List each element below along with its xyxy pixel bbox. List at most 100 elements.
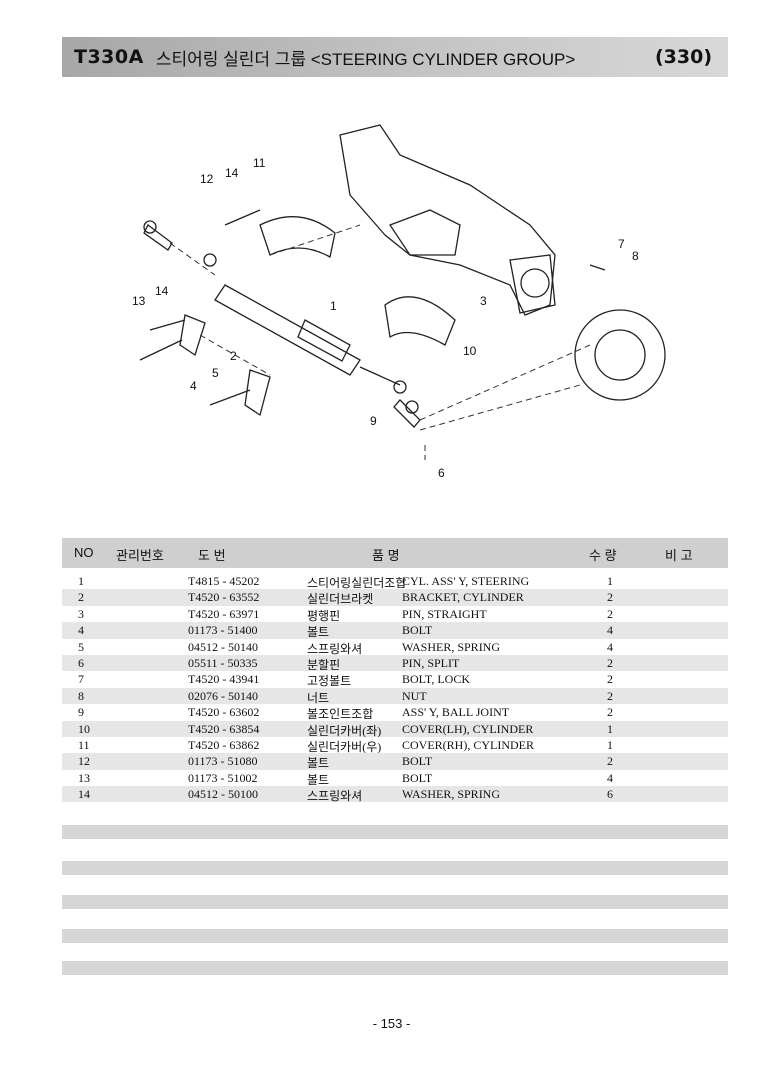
row-no: 5 — [78, 639, 84, 654]
row-qty: 4 — [607, 770, 613, 785]
parts-table-header: NO 관리번호 도 번 품 명 수 량 비 고 — [62, 538, 728, 568]
row-name-kr: 실린더브라켓 — [307, 592, 374, 607]
row-qty: 1 — [607, 721, 613, 736]
row-name-kr: 볼트 — [307, 756, 330, 771]
row-name-kr: 볼트 — [307, 772, 330, 787]
row-name-kr: 스프링와셔 — [307, 789, 363, 804]
row-name-en: BRACKET, CYLINDER — [402, 590, 524, 605]
row-no: 3 — [78, 606, 84, 621]
cylinder-cover-rh — [259, 216, 336, 259]
row-qty: 2 — [607, 754, 613, 769]
row-part-no: 01173 - 51002 — [188, 770, 258, 785]
table-row: 7 T4520 - 43941 고정볼트 BOLT, LOCK 2 — [62, 671, 728, 689]
table-filler-band — [62, 861, 728, 875]
ball-joint-left — [143, 224, 173, 251]
table-filler-band — [62, 895, 728, 909]
row-no: 6 — [78, 655, 84, 670]
callout-6: 6 — [438, 466, 445, 480]
row-no: 11 — [78, 737, 90, 752]
callout-8: 8 — [632, 249, 639, 263]
row-no: 10 — [78, 721, 90, 736]
table-row: 10 T4520 - 63854 실린더카버(좌) COVER(LH), CYLIND… — [62, 720, 728, 738]
row-name-en: PIN, STRAIGHT — [402, 606, 487, 621]
row-no: 8 — [78, 688, 84, 703]
group-title: 스티어링 실린더 그룹 <STEERING CYLINDER GROUP> — [155, 49, 576, 69]
row-part-no: T4520 - 63862 — [188, 737, 260, 752]
row-qty: 2 — [607, 655, 613, 670]
callout-2: 2 — [230, 349, 237, 363]
row-name-kr: 평행핀 — [307, 608, 341, 623]
row-part-no: T4815 - 45202 — [188, 574, 260, 588]
row-no: 13 — [78, 770, 90, 785]
row-qty: 6 — [607, 787, 613, 802]
col-no: NO — [74, 545, 94, 560]
row-qty: 4 — [607, 623, 613, 638]
row-name-kr: 고정볼트 — [307, 674, 352, 689]
row-qty: 2 — [607, 606, 613, 621]
row-qty: 2 — [607, 705, 613, 720]
row-name-en: BOLT — [402, 754, 433, 769]
callout-13: 13 — [132, 294, 146, 308]
row-qty: 2 — [607, 590, 613, 605]
row-part-no: 01173 - 51080 — [188, 754, 258, 769]
row-name-en: NUT — [402, 688, 427, 703]
row-name-kr: 볼조인트조합 — [307, 707, 374, 722]
callout-11: 11 — [253, 156, 266, 170]
row-name-en: CYL. ASS' Y, STEERING — [402, 574, 530, 588]
row-no: 14 — [78, 787, 90, 802]
group-page-code: (330) — [654, 46, 712, 68]
callout-3: 3 — [480, 294, 487, 308]
row-qty: 2 — [607, 688, 613, 703]
row-no: 4 — [78, 623, 84, 638]
row-part-no: 04512 - 50100 — [188, 787, 258, 802]
col-remark: 비 고 — [665, 548, 693, 563]
row-part-no: T4520 - 63552 — [188, 590, 260, 605]
cylinder-bracket-upper — [179, 314, 206, 357]
axle-housing — [339, 124, 556, 316]
row-name-kr: 실린더카버(좌) — [307, 723, 382, 738]
row-name-en: PIN, SPLIT — [402, 655, 460, 670]
row-name-kr: 스프링와셔 — [307, 641, 363, 656]
callout-5: 5 — [212, 366, 219, 380]
cylinder-bracket-lower — [244, 369, 271, 417]
row-name-en: ASS' Y, BALL JOINT — [402, 705, 510, 720]
row-name-en: WASHER, SPRING — [402, 787, 501, 802]
table-row: 4 01173 - 51400 볼트 BOLT 4 — [62, 622, 728, 640]
col-mgmt-no: 관리번호 — [116, 548, 164, 563]
table-row: 3 T4520 - 63971 평행핀 PIN, STRAIGHT 2 — [62, 606, 728, 623]
row-name-kr: 스티어링실린더조합 — [307, 576, 407, 590]
table-filler-band — [62, 825, 728, 839]
row-part-no: T4520 - 63854 — [188, 721, 260, 736]
table-row: 2 T4520 - 63552 실린더브라켓 BRACKET, CYLINDER 2 — [62, 589, 728, 607]
table-row: 14 04512 - 50100 스프링와셔 WASHER, SPRING 6 — [62, 786, 728, 804]
row-part-no: T4520 - 63971 — [188, 606, 260, 621]
row-name-en: COVER(RH), CYLINDER — [402, 737, 534, 752]
row-part-no: T4520 - 63602 — [188, 705, 260, 720]
row-name-en: BOLT — [402, 623, 433, 638]
row-qty: 2 — [607, 672, 613, 687]
group-code: T330A — [74, 46, 144, 68]
wheel-hub — [574, 309, 666, 401]
steering-cylinder — [214, 284, 361, 376]
row-name-en: WASHER, SPRING — [402, 639, 501, 654]
col-qty: 수 량 — [589, 548, 617, 563]
col-drawing-no: 도 번 — [198, 548, 226, 563]
row-name-en: COVER(LH), CYLINDER — [402, 721, 534, 736]
row-part-no: 01173 - 51400 — [188, 623, 258, 638]
row-name-en: BOLT, LOCK — [402, 672, 471, 687]
row-part-no: 05511 - 50335 — [188, 655, 258, 670]
row-part-no: T4520 - 43941 — [188, 672, 260, 687]
row-no: 1 — [78, 574, 84, 588]
table-filler-band — [62, 961, 728, 975]
row-no: 7 — [78, 672, 84, 687]
cylinder-cover-lh — [384, 296, 456, 346]
exploded-parts-diagram: 1 2 3 4 5 6 7 8 9 10 11 12 13 14 14 — [132, 124, 666, 480]
row-name-kr: 볼트 — [307, 625, 330, 640]
row-no: 2 — [78, 590, 84, 605]
